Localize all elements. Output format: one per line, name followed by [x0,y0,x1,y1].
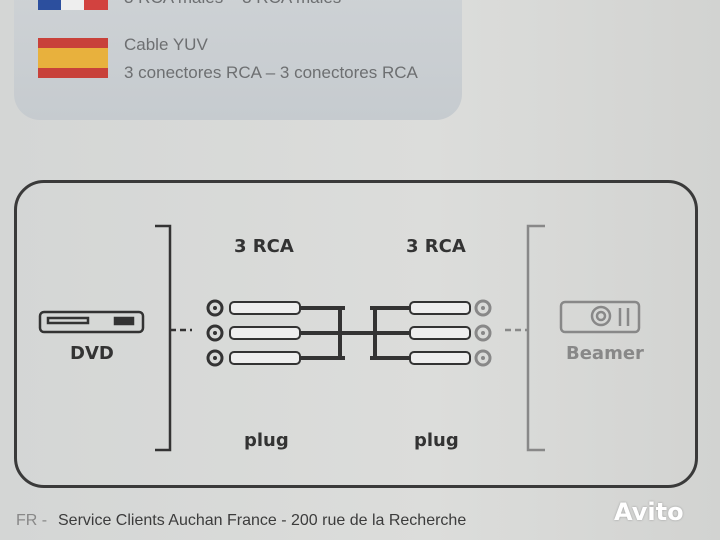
watermark-text: Avito [614,498,684,526]
left-bracket [155,224,192,452]
cable-row-1 [206,299,492,317]
cable-bundle [338,308,377,358]
french-description: 3 RCA mâles – 3 RCA mâles [124,0,341,8]
projector-icon [559,300,641,334]
dvd-player-icon [38,310,145,334]
french-flag-icon [38,0,108,10]
right-plug-label: plug [414,430,459,451]
spanish-flag-icon [38,38,108,78]
beamer-label: Beamer [566,343,644,364]
footer-prefix: FR - [16,512,48,529]
left-plug-label: plug [244,430,289,451]
right-bracket [505,224,545,452]
footer-text: Service Clients Auchan France - 200 rue … [58,512,467,529]
rca-cables [206,299,492,367]
left-connector-label: 3 RCA [234,236,294,257]
cable-row-2 [206,324,492,342]
avito-watermark: Avito [614,498,684,526]
spanish-title: Cable YUV [124,35,208,54]
connection-diagram [14,180,698,488]
right-connector-label: 3 RCA [406,236,466,257]
spanish-description: 3 conectores RCA – 3 conectores RCA [124,63,418,82]
dvd-label: DVD [70,343,114,364]
cable-row-3 [206,349,492,367]
